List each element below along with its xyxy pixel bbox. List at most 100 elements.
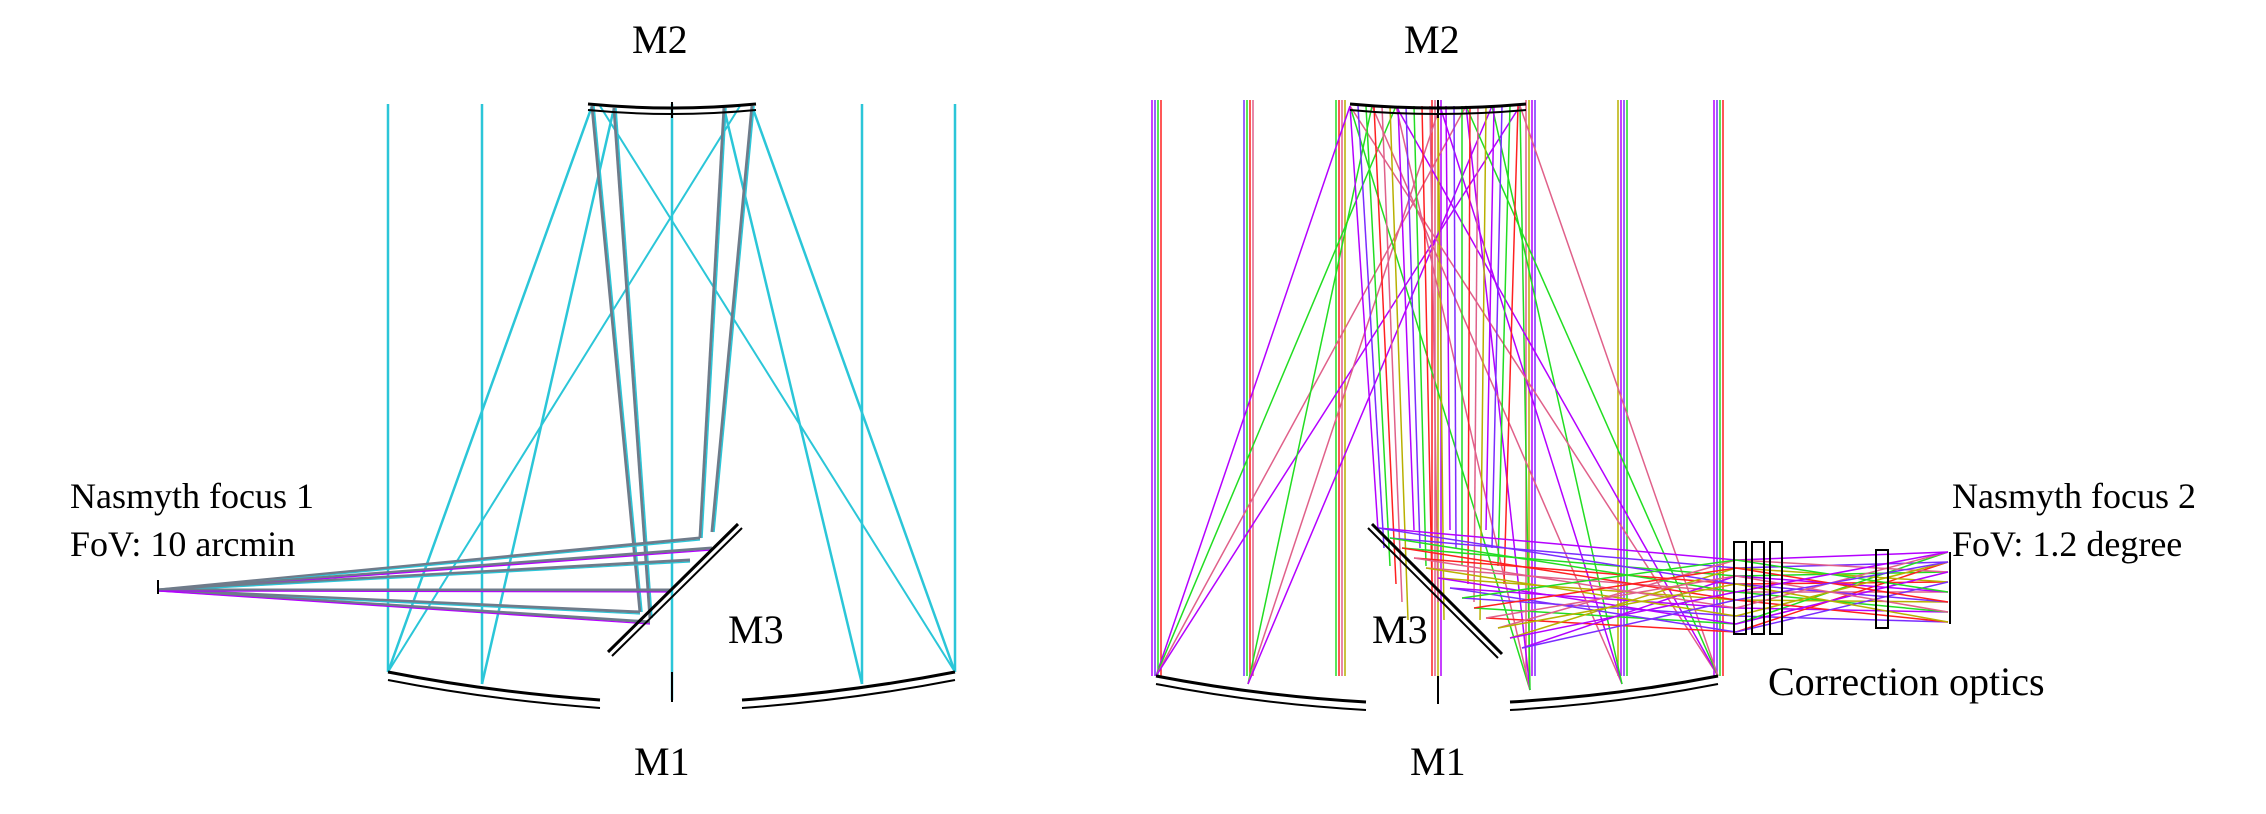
- left-m3-label: M3: [728, 607, 784, 652]
- focus-ray: [1473, 567, 1737, 609]
- left-ray-bundle: [157, 104, 957, 700]
- reflected-ray: [1467, 105, 1471, 585]
- reflected-ray: [713, 105, 755, 533]
- converging-ray: [1155, 105, 1521, 677]
- left-focus-title: Nasmyth focus 1: [70, 476, 314, 516]
- converging-ray: [1155, 105, 1397, 677]
- focus-ray: [1735, 559, 1949, 573]
- left-m1-segment-b-back: [741, 679, 956, 709]
- reflected-ray: [615, 107, 653, 619]
- reflected-ray: [1349, 105, 1379, 531]
- reflected-ray: [1485, 105, 1495, 531]
- converging-ray: [1519, 105, 1719, 677]
- converging-ray: [386, 105, 594, 673]
- right-m1-segment-b-back: [1509, 683, 1719, 711]
- correction-optics-label: Correction optics: [1768, 659, 2045, 704]
- correction-lens-2: [1751, 541, 1765, 635]
- focus-ray: [1521, 599, 1737, 649]
- right-m1-segment-b: [1509, 674, 1719, 704]
- reflected-ray: [1479, 105, 1487, 621]
- right-ray-bundle: [1151, 100, 1949, 691]
- converging-ray: [1247, 105, 1373, 685]
- right-m3-mirror: [1370, 522, 1504, 656]
- focus-ray: [1449, 587, 1737, 609]
- reflected-ray: [1473, 105, 1479, 603]
- converging-ray: [1247, 105, 1493, 685]
- focus-ray: [1401, 547, 1737, 577]
- reflected-ray: [1491, 105, 1503, 549]
- correction-lens-1: [1733, 541, 1747, 635]
- left-m1-segment-b: [741, 670, 956, 702]
- reflected-ray: [1503, 105, 1519, 585]
- focus-ray: [1735, 599, 1949, 603]
- right-focus-title: Nasmyth focus 2: [1952, 476, 2196, 516]
- focus-ray: [1735, 551, 1949, 593]
- converging-ray: [722, 107, 864, 685]
- mirror-elements: [157, 100, 1951, 711]
- focus-ray: [157, 588, 641, 614]
- focus-ray: [157, 561, 691, 592]
- reflected-ray: [701, 107, 727, 539]
- focus-ray: [1735, 575, 1949, 593]
- reflected-ray: [1445, 105, 1451, 531]
- correction-lens-3: [1769, 541, 1783, 635]
- reflected-ray: [612, 107, 652, 619]
- focus-ray: [1735, 591, 1949, 613]
- reflected-ray: [1381, 105, 1403, 603]
- focus-ray: [1485, 617, 1737, 633]
- reflected-ray: [1429, 105, 1439, 603]
- converging-ray: [1155, 105, 1351, 677]
- focus-ray: [1485, 575, 1737, 619]
- focus-ray: [1377, 527, 1737, 561]
- correction-lens-4: [1875, 549, 1889, 629]
- reflected-ray: [593, 105, 643, 613]
- focus-ray: [1735, 559, 1949, 593]
- focus-ray: [1437, 577, 1737, 601]
- focus-ray: [1735, 583, 1949, 603]
- focus-ray: [1735, 615, 1949, 623]
- focus-ray: [157, 590, 671, 593]
- left-m1-segment-a: [387, 670, 601, 702]
- focus-ray: [1497, 559, 1737, 629]
- focus-ray: [1735, 561, 1949, 601]
- converging-ray: [750, 105, 957, 673]
- focus-ray: [1509, 591, 1737, 639]
- focus-ray: [1389, 537, 1737, 569]
- converging-ray: [599, 105, 956, 673]
- focus-ray: [1735, 561, 1949, 569]
- right-m2-label: M2: [1404, 17, 1460, 62]
- converging-ray: [387, 105, 741, 673]
- focus-ray: [157, 558, 691, 592]
- focus-ray: [1735, 551, 1949, 625]
- focus-ray: [1735, 561, 1949, 633]
- converging-ray: [480, 107, 616, 685]
- focus-ray: [1735, 561, 1949, 617]
- reflected-ray: [710, 105, 754, 533]
- reflected-ray: [698, 107, 726, 539]
- reflected-ray: [1365, 105, 1391, 567]
- reflected-ray: [1373, 105, 1397, 585]
- reflected-ray: [1413, 105, 1427, 567]
- left-m1-label: M1: [634, 739, 690, 784]
- focus-ray: [1461, 559, 1737, 599]
- reflected-ray: [1453, 105, 1457, 549]
- focus-ray: [157, 536, 701, 592]
- right-focus-fov: FoV: 1.2 degree: [1952, 524, 2183, 564]
- focus-ray: [1413, 557, 1737, 585]
- focus-ray: [1461, 597, 1737, 617]
- focus-ray: [157, 590, 651, 625]
- focus-ray: [1735, 599, 1949, 623]
- focus-ray: [1473, 607, 1737, 625]
- left-m1-segment-a-back: [387, 679, 601, 709]
- focus-ray: [1735, 551, 1949, 609]
- focus-ray: [157, 588, 651, 624]
- focus-ray: [1425, 567, 1737, 593]
- focus-ray: [1735, 551, 1949, 561]
- reflected-ray: [1405, 105, 1421, 549]
- reflected-ray: [1357, 105, 1385, 549]
- focus-ray: [1735, 607, 1949, 613]
- focus-ray: [1377, 527, 1737, 585]
- focus-ray: [1735, 575, 1949, 613]
